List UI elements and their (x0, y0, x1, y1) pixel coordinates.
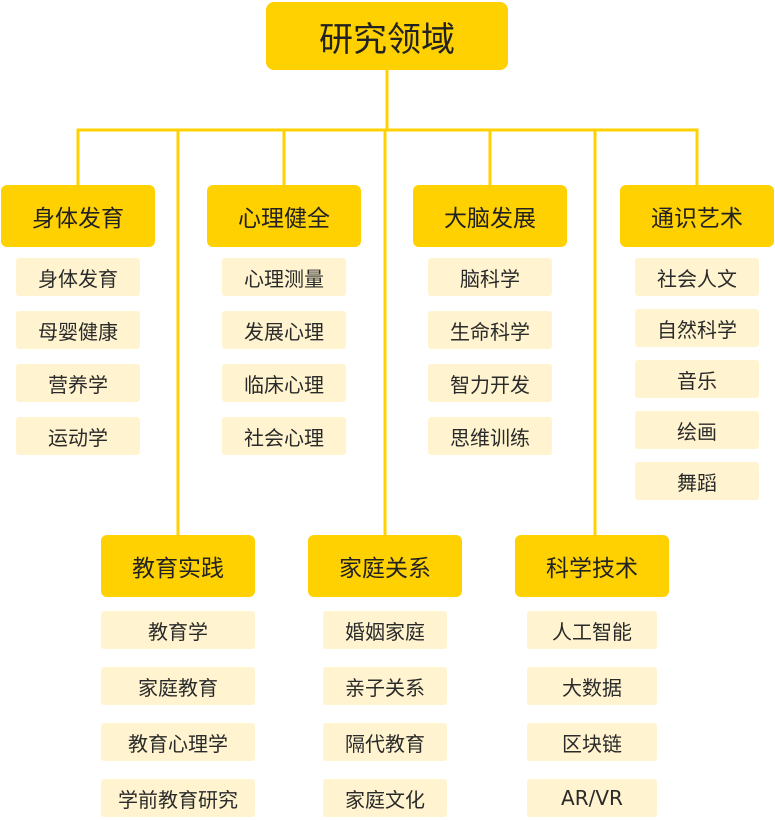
category-item: 隔代教育 (323, 723, 447, 761)
category-item: 心理测量 (222, 258, 346, 296)
category-item: 大数据 (527, 667, 657, 705)
category-header: 科学技术 (515, 535, 669, 597)
category-item: 音乐 (635, 360, 759, 398)
category-item: 学前教育研究 (101, 779, 255, 817)
category-item: 教育学 (101, 611, 255, 649)
category-item: 营养学 (16, 364, 140, 402)
category-item: 临床心理 (222, 364, 346, 402)
category-item: 绘画 (635, 411, 759, 449)
category-header: 身体发育 (1, 185, 155, 247)
category-item: 思维训练 (428, 417, 552, 455)
category-item: 智力开发 (428, 364, 552, 402)
category-item: 运动学 (16, 417, 140, 455)
category-item: 家庭文化 (323, 779, 447, 817)
category-header: 通识艺术 (620, 185, 774, 247)
category-item: 区块链 (527, 723, 657, 761)
category-item: 发展心理 (222, 311, 346, 349)
category-item: 人工智能 (527, 611, 657, 649)
category-item: 教育心理学 (101, 723, 255, 761)
category-item: 社会人文 (635, 258, 759, 296)
root-node: 研究领域 (266, 2, 508, 70)
category-header: 家庭关系 (308, 535, 462, 597)
category-header: 大脑发展 (413, 185, 567, 247)
category-item: 社会心理 (222, 417, 346, 455)
category-header: 心理健全 (207, 185, 361, 247)
category-item: 亲子关系 (323, 667, 447, 705)
category-item: AR/VR (527, 779, 657, 817)
category-item: 生命科学 (428, 311, 552, 349)
category-item: 身体发育 (16, 258, 140, 296)
category-item: 自然科学 (635, 309, 759, 347)
category-item: 婚姻家庭 (323, 611, 447, 649)
category-item: 家庭教育 (101, 667, 255, 705)
category-item: 脑科学 (428, 258, 552, 296)
category-header: 教育实践 (101, 535, 255, 597)
category-item: 舞蹈 (635, 462, 759, 500)
category-item: 母婴健康 (16, 311, 140, 349)
